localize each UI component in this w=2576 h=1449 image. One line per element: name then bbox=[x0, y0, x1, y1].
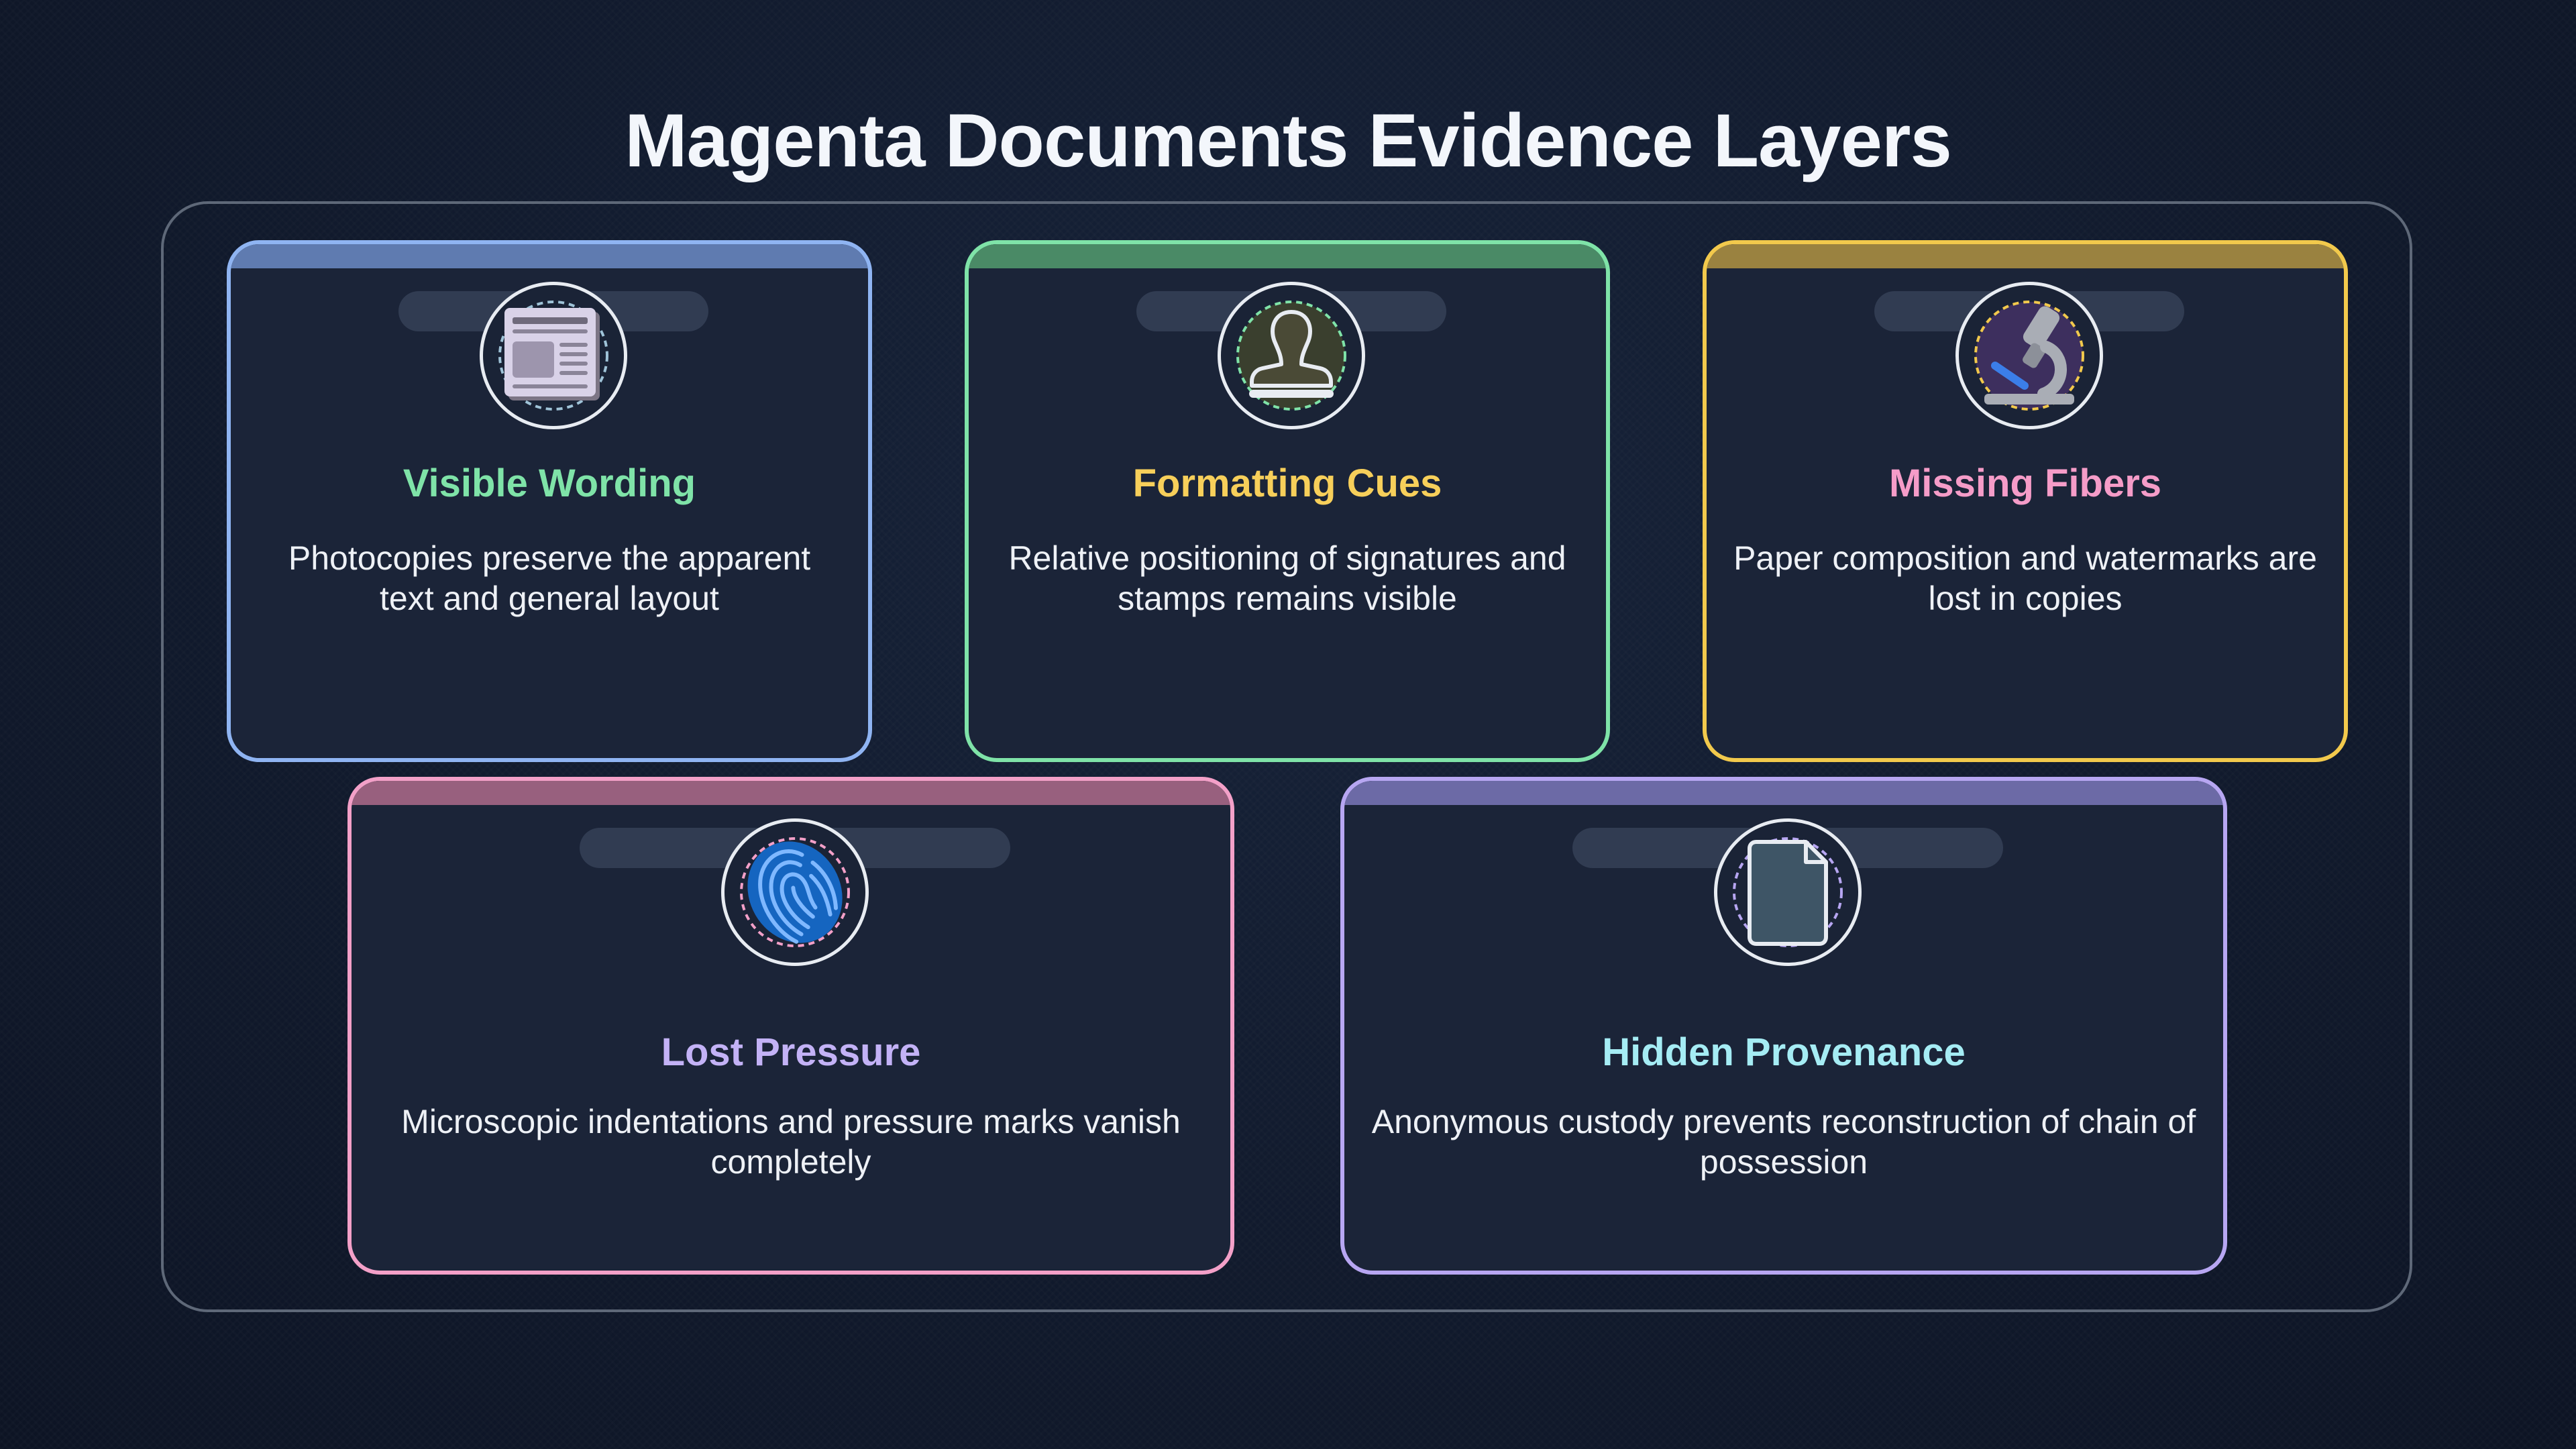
card-formatting-cues: Formatting Cues Relative positioning of … bbox=[965, 240, 1610, 762]
card-title: Hidden Provenance bbox=[1602, 1030, 1966, 1074]
card-header-band bbox=[969, 244, 1606, 268]
card-header-band bbox=[352, 781, 1230, 805]
microscope-icon bbox=[1974, 301, 2084, 411]
icon-badge bbox=[721, 818, 869, 966]
card-description: Microscopic indentations and pressure ma… bbox=[401, 1103, 1181, 1181]
card-missing-fibers: Missing Fibers Paper composition and wat… bbox=[1703, 240, 2348, 762]
card-header-band bbox=[231, 244, 868, 268]
card-description: Relative positioning of signatures and s… bbox=[1008, 539, 1566, 617]
card-description: Photocopies preserve the apparent text a… bbox=[288, 539, 811, 617]
stamp-icon bbox=[1236, 301, 1346, 411]
page-title: Magenta Documents Evidence Layers bbox=[625, 99, 1951, 182]
newspaper-icon bbox=[498, 301, 608, 411]
icon-badge bbox=[1714, 818, 1862, 966]
icon-badge bbox=[1218, 282, 1365, 429]
card-header-band bbox=[1707, 244, 2344, 268]
icon-badge bbox=[1955, 282, 2103, 429]
card-hidden-provenance: Hidden Provenance Anonymous custody prev… bbox=[1340, 777, 2227, 1275]
card-header-band bbox=[1344, 781, 2223, 805]
card-description: Paper composition and watermarks are los… bbox=[1733, 539, 2317, 617]
card-title: Formatting Cues bbox=[1132, 462, 1442, 505]
card-visible-wording: Visible Wording Photocopies preserve the… bbox=[227, 240, 872, 762]
card-title: Visible Wording bbox=[402, 462, 696, 505]
document-icon bbox=[1733, 837, 1843, 947]
card-lost-pressure: Lost Pressure Microscopic indentations a… bbox=[347, 777, 1234, 1275]
fingerprint-icon bbox=[740, 837, 850, 947]
icon-badge bbox=[480, 282, 627, 429]
card-title: Missing Fibers bbox=[1888, 462, 2162, 505]
card-title: Lost Pressure bbox=[661, 1030, 921, 1074]
card-description: Anonymous custody prevents reconstructio… bbox=[1371, 1103, 2196, 1181]
diagram-frame bbox=[161, 201, 2412, 1312]
